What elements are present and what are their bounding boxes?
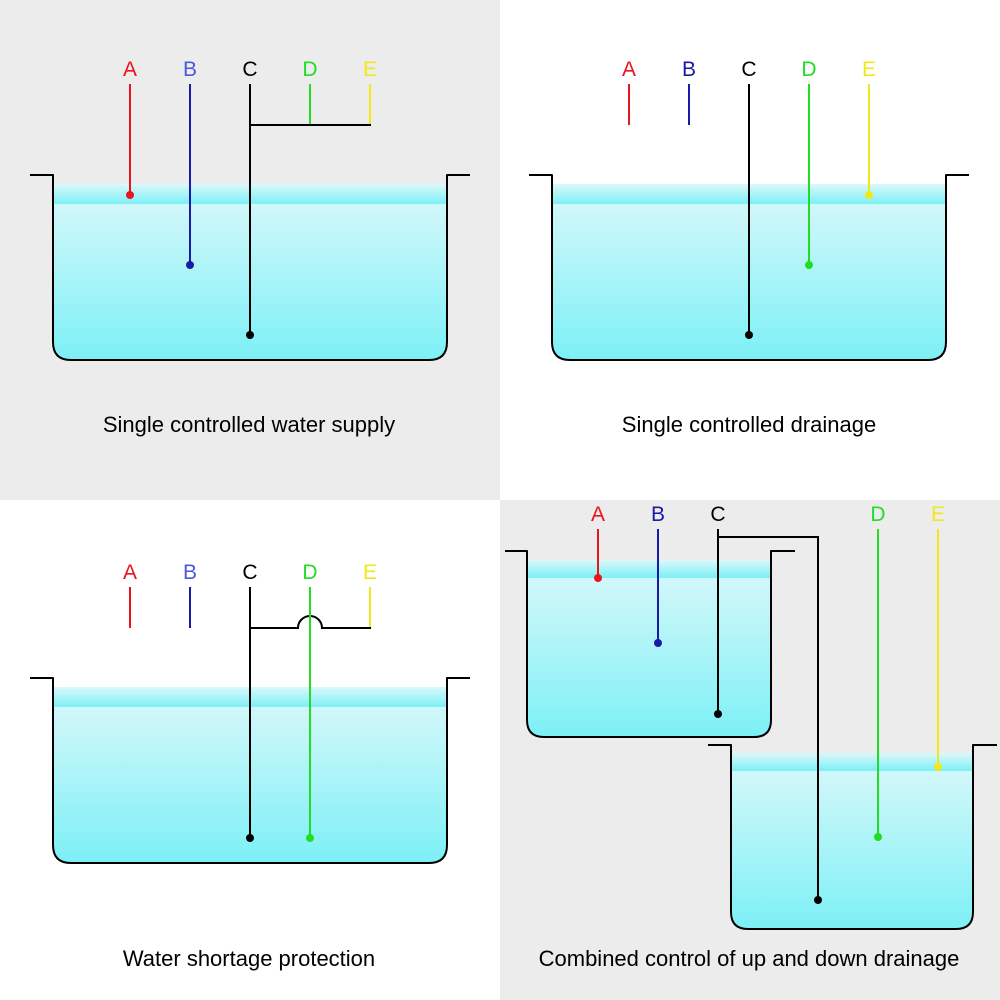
panel-caption: Single controlled drainage	[622, 412, 876, 437]
probe-label-a: A	[123, 561, 137, 584]
probe-tip-a	[594, 574, 602, 582]
probe-tip-c	[246, 331, 254, 339]
probe-label-c: C	[242, 561, 257, 584]
tank-outline	[30, 677, 470, 864]
probe-label-e: E	[862, 58, 876, 81]
probe-tip-d	[805, 261, 813, 269]
tank-outline	[529, 174, 969, 361]
probe-tip-c	[714, 710, 722, 718]
panel-single-controlled-drainage: A B C D E Single controlled drainage	[529, 58, 969, 437]
lower-tank-outline	[708, 744, 997, 930]
panel-caption: Combined control of up and down drainage	[539, 946, 960, 971]
upper-tank-outline	[505, 550, 795, 738]
probe-label-c: C	[710, 503, 725, 526]
common-wire-to-lower-tank	[718, 536, 819, 900]
probe-label-a: A	[591, 503, 605, 526]
probe-tip-d	[306, 834, 314, 842]
probe-label-e: E	[363, 58, 377, 81]
probe-label-e: E	[931, 503, 945, 526]
probe-tip-b	[654, 639, 662, 647]
probe-label-c: C	[741, 58, 756, 81]
upper-water-fill	[528, 560, 770, 737]
probe-tip-c	[745, 331, 753, 339]
probe-tip-e	[934, 763, 942, 771]
probe-label-d: D	[870, 503, 885, 526]
tank-outline	[30, 174, 470, 361]
panel-caption: Water shortage protection	[123, 946, 375, 971]
probe-label-b: B	[682, 58, 696, 81]
probe-label-a: A	[123, 58, 137, 81]
lower-water-fill-top	[732, 753, 972, 771]
probe-label-a: A	[622, 58, 636, 81]
probe-label-b: B	[651, 503, 665, 526]
panel-caption: Single controlled water supply	[103, 412, 395, 437]
panel-water-shortage-protection: A B C D E Water shortage protection	[30, 561, 470, 971]
probe-label-e: E	[363, 561, 377, 584]
probe-label-d: D	[801, 58, 816, 81]
probe-label-b: B	[183, 58, 197, 81]
lower-water-fill	[732, 753, 972, 929]
probe-tip-e	[865, 191, 873, 199]
probe-tip-a	[126, 191, 134, 199]
probe-tip-b	[186, 261, 194, 269]
common-wire-tip	[814, 896, 822, 904]
probe-label-c: C	[242, 58, 257, 81]
probe-tip-d	[874, 833, 882, 841]
panel-combined-control-of-up-and-down-drainage: A B C D E Combined control of up and dow…	[505, 503, 997, 971]
probe-label-b: B	[183, 561, 197, 584]
probe-label-d: D	[302, 561, 317, 584]
panel-single-controlled-water-supply: A B C D E Single controlled water supply	[30, 58, 470, 437]
probe-tip-c	[246, 834, 254, 842]
probe-label-d: D	[302, 58, 317, 81]
upper-water-fill-top	[528, 560, 770, 578]
